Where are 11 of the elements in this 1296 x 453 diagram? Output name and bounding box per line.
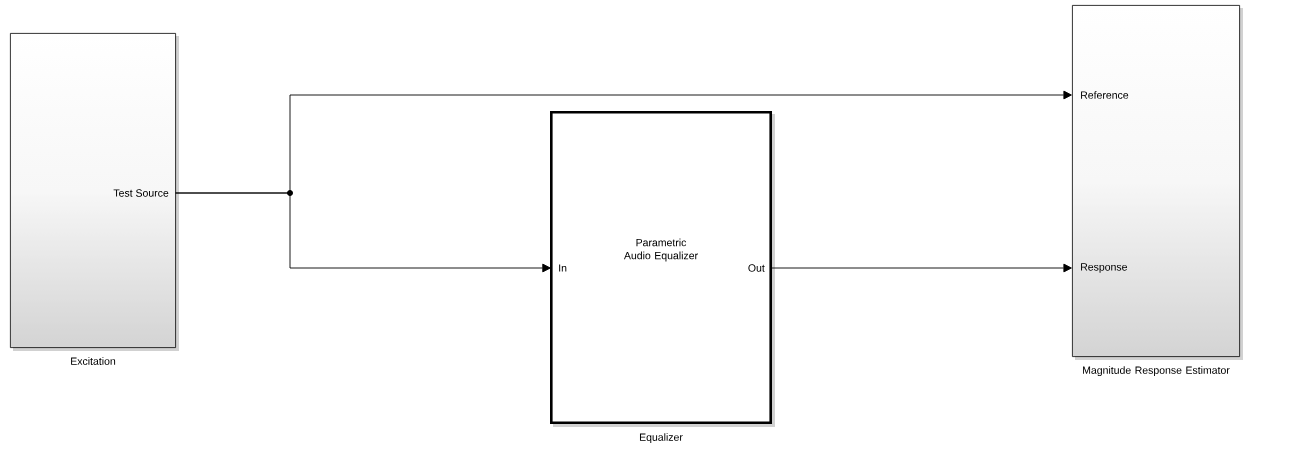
port-label: Response [1081,263,1127,273]
port-label: Reference [1081,91,1129,99]
block-label: Excitation [71,357,116,365]
block-label: Equalizer [640,433,683,443]
arrow [175,192,551,273]
arrow [770,263,1072,273]
port-label: Out [748,264,765,272]
port-label: Test Source [113,189,169,197]
block-title: Parametric Audio Equalizer [623,238,698,262]
port-label: In [559,264,567,272]
block-label: Magnitude Response Estimator [1083,366,1230,376]
